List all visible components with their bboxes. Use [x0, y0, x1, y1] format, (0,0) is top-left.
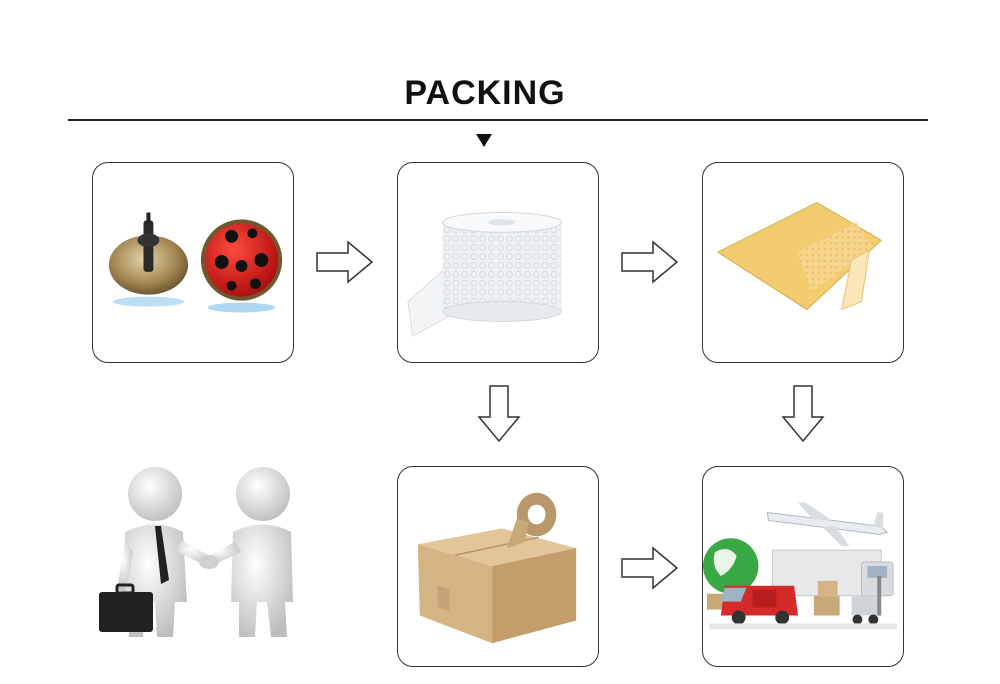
arrow-down-icon	[781, 385, 825, 443]
arrow-right-icon	[621, 546, 679, 590]
shipping-box	[702, 466, 904, 667]
page-title: PACKING	[404, 74, 566, 112]
arrow-right-icon	[316, 240, 374, 284]
shipping-transport-image	[703, 502, 898, 630]
envelope-box	[702, 162, 904, 363]
arrow-right-icon	[621, 240, 679, 284]
title-underline	[68, 119, 928, 121]
earrings-image	[108, 212, 283, 313]
down-marker-icon	[476, 134, 492, 147]
bubble-wrap-box	[397, 162, 599, 363]
arrow-down-icon	[477, 385, 521, 443]
cardboard-box-frame	[397, 466, 599, 667]
padded-envelope-image	[716, 202, 883, 311]
bubble-wrap-image	[407, 212, 562, 338]
earrings-box	[92, 162, 294, 363]
handshake-image	[99, 467, 293, 637]
cardboard-box-image	[417, 492, 577, 644]
